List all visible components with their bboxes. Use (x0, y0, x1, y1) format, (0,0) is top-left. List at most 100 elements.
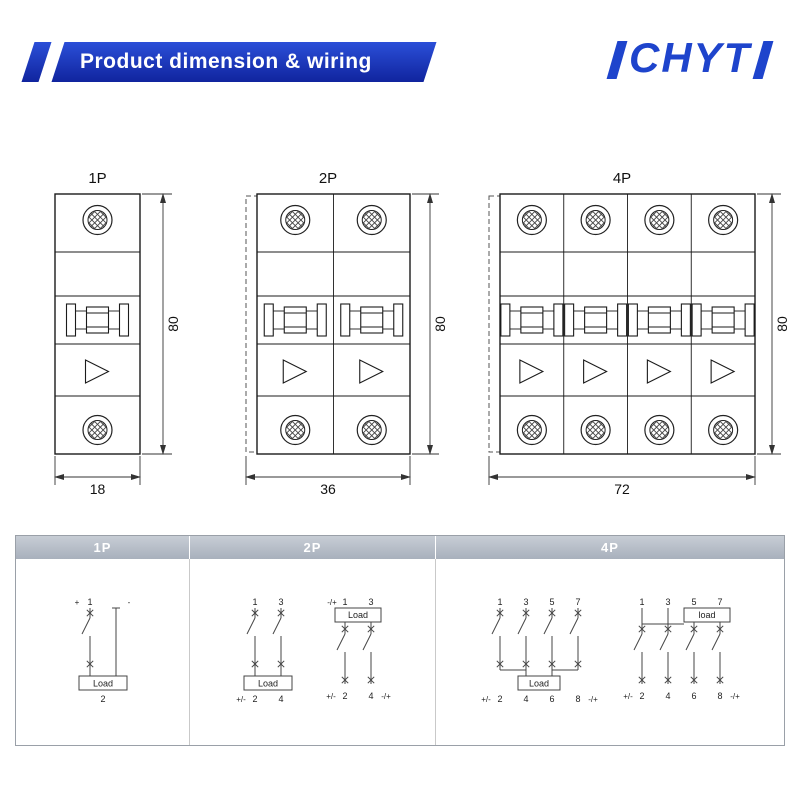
load-label: Load (529, 679, 549, 689)
wiring-header-1p: 1P (16, 536, 190, 559)
terminal-label: 4 (278, 694, 283, 704)
height-dim-label: 80 (165, 316, 181, 332)
terminal-label: 3 (368, 597, 373, 607)
direction-triangle-icon (646, 359, 672, 384)
polarity-mark: -/+ (381, 692, 391, 701)
terminal-label: 8 (717, 691, 722, 701)
brand-logo: CHYT (606, 34, 774, 84)
breaker-drawing-4p: 4P 80 72 (488, 170, 790, 497)
drawing-title: 2P (319, 170, 337, 187)
polarity-mark: +/- (481, 695, 491, 704)
terminal-label: 4 (368, 691, 373, 701)
polarity-mark: -/+ (588, 695, 598, 704)
breaker-drawing-1p: 1P 80 18 (54, 170, 181, 497)
toggle-switch (65, 303, 130, 337)
screw-icon (281, 416, 310, 445)
terminal-label: 5 (691, 597, 696, 607)
polarity-mark: +/- (623, 692, 633, 701)
direction-triangle-icon (519, 359, 545, 384)
load-box (78, 675, 127, 691)
load-box (334, 607, 381, 623)
toggle-switch (263, 303, 327, 337)
toggle-switch (564, 303, 628, 337)
screw-icon (281, 206, 310, 235)
page-title: Product dimension & wiring (80, 50, 372, 73)
terminal-label: 2 (497, 694, 502, 704)
terminal-label: 1 (87, 597, 92, 607)
terminal-label: 5 (549, 597, 554, 607)
polarity-mark: + (74, 598, 79, 607)
toggle-switch (340, 303, 404, 337)
load-box (683, 607, 731, 623)
direction-triangle-icon (84, 359, 110, 384)
logo-bar-icon (606, 41, 628, 79)
terminal-label: 1 (639, 597, 644, 607)
screw-icon (517, 416, 546, 445)
toggle-switch (500, 303, 564, 337)
load-label: Load (347, 610, 367, 620)
height-dim-label: 80 (432, 316, 448, 332)
polarity-mark: - (127, 598, 130, 607)
toggle-switch (627, 303, 691, 337)
wiring-header-2p: 2P (190, 536, 436, 559)
screw-icon (517, 206, 546, 235)
screw-icon (83, 206, 112, 235)
drawing-title: 4P (613, 170, 631, 187)
screw-icon (645, 206, 674, 235)
width-dim-label: 18 (90, 481, 106, 497)
load-label: load (698, 610, 715, 620)
screw-icon (581, 206, 610, 235)
terminal-label: 2 (100, 694, 105, 704)
polarity-mark: +/- (236, 695, 246, 704)
height-dim-label: 80 (774, 316, 790, 332)
dimension-drawings: 1P 80 18 2P 80 36 4P 80 72 (54, 170, 790, 497)
screw-icon (357, 206, 386, 235)
screw-icon (357, 416, 386, 445)
direction-triangle-icon (282, 359, 308, 384)
terminal-label: 1 (252, 597, 257, 607)
terminal-label: 2 (639, 691, 644, 701)
load-box (243, 675, 292, 691)
terminal-label: 8 (575, 694, 580, 704)
terminal-label: 2 (252, 694, 257, 704)
load-label: Load (92, 679, 112, 689)
direction-triangle-icon (710, 359, 736, 384)
screw-icon (709, 206, 738, 235)
terminal-label: 4 (665, 691, 670, 701)
direction-triangle-icon (359, 359, 384, 384)
logo-text: CHYT (629, 34, 752, 81)
terminal-label: 1 (497, 597, 502, 607)
section-banner: Product dimension & wiring (51, 42, 437, 82)
terminal-label: 3 (278, 597, 283, 607)
terminal-label: 4 (523, 694, 528, 704)
screw-icon (645, 416, 674, 445)
load-box (517, 675, 561, 691)
width-dim-label: 36 (320, 481, 336, 497)
banner-accent (21, 42, 52, 82)
terminal-label: 7 (575, 597, 580, 607)
terminal-label: 1 (342, 597, 347, 607)
polarity-mark: -/+ (730, 692, 740, 701)
logo-bar-icon (752, 41, 774, 79)
terminal-label: 3 (523, 597, 528, 607)
terminal-label: 3 (665, 597, 670, 607)
polarity-mark: +/- (326, 692, 336, 701)
screw-icon (83, 416, 112, 445)
direction-triangle-icon (583, 359, 608, 384)
terminal-label: 2 (342, 691, 347, 701)
toggle-switch (691, 303, 755, 337)
drawing-title: 1P (88, 170, 106, 187)
width-dim-label: 72 (614, 481, 630, 497)
terminal-label: 6 (691, 691, 696, 701)
